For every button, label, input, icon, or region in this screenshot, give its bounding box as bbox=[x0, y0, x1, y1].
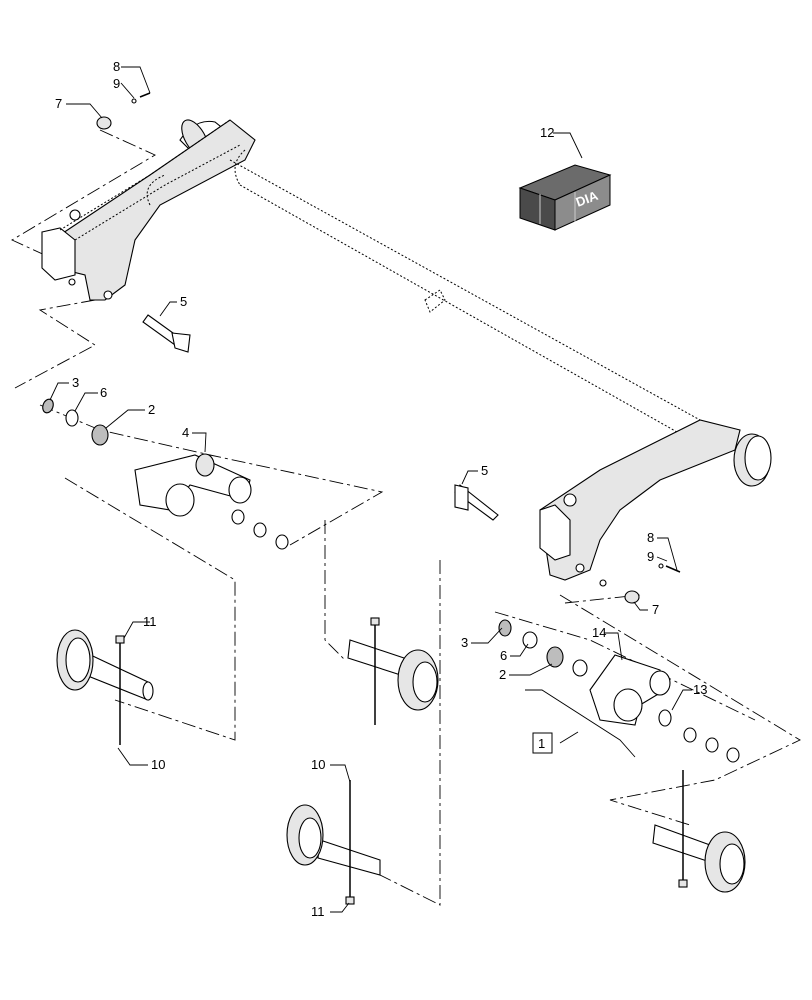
callout-11-bottom: 11 bbox=[311, 904, 325, 919]
callout-2-right: 2 bbox=[499, 667, 506, 682]
leader-lines bbox=[49, 66, 692, 913]
left-pivot-group bbox=[42, 314, 289, 550]
callout-3-right: 3 bbox=[461, 635, 468, 650]
callout-9-right: 9 bbox=[647, 549, 654, 564]
callout-14: 14 bbox=[592, 625, 606, 640]
callout-2-left: 2 bbox=[148, 402, 155, 417]
hub-right bbox=[652, 770, 746, 893]
callout-5-right: 5 bbox=[481, 463, 488, 478]
hardware-upper bbox=[96, 92, 681, 573]
axle-beam bbox=[41, 119, 772, 587]
callout-12: 12 bbox=[540, 125, 554, 140]
callout-8-upper: 8 bbox=[113, 59, 120, 74]
callout-9-upper: 9 bbox=[113, 76, 120, 91]
callout-4: 4 bbox=[182, 425, 189, 440]
callouts: 8 9 7 12 5 3 6 2 4 5 8 9 7 11 14 3 6 2 1… bbox=[55, 59, 707, 919]
callout-6-right: 6 bbox=[500, 648, 507, 663]
hub-center bbox=[347, 617, 439, 725]
callout-8-right: 8 bbox=[647, 530, 654, 545]
crate-label: DIA bbox=[574, 188, 601, 210]
hub-bottom bbox=[286, 780, 381, 905]
callout-10-left: 10 bbox=[151, 757, 165, 772]
hub-left bbox=[56, 629, 154, 745]
callout-5-left: 5 bbox=[180, 294, 187, 309]
callout-10-bottom: 10 bbox=[311, 757, 325, 772]
callout-11-left: 11 bbox=[143, 614, 157, 629]
kit-box bbox=[532, 732, 553, 754]
callout-1: 1 bbox=[538, 736, 545, 751]
callout-7-upper: 7 bbox=[55, 96, 62, 111]
crate-12: DIA bbox=[518, 164, 612, 231]
callout-13: 13 bbox=[693, 682, 707, 697]
callout-3-left: 3 bbox=[72, 375, 79, 390]
callout-7-right: 7 bbox=[652, 602, 659, 617]
callout-6-left: 6 bbox=[100, 385, 107, 400]
right-pivot-group bbox=[454, 484, 740, 763]
